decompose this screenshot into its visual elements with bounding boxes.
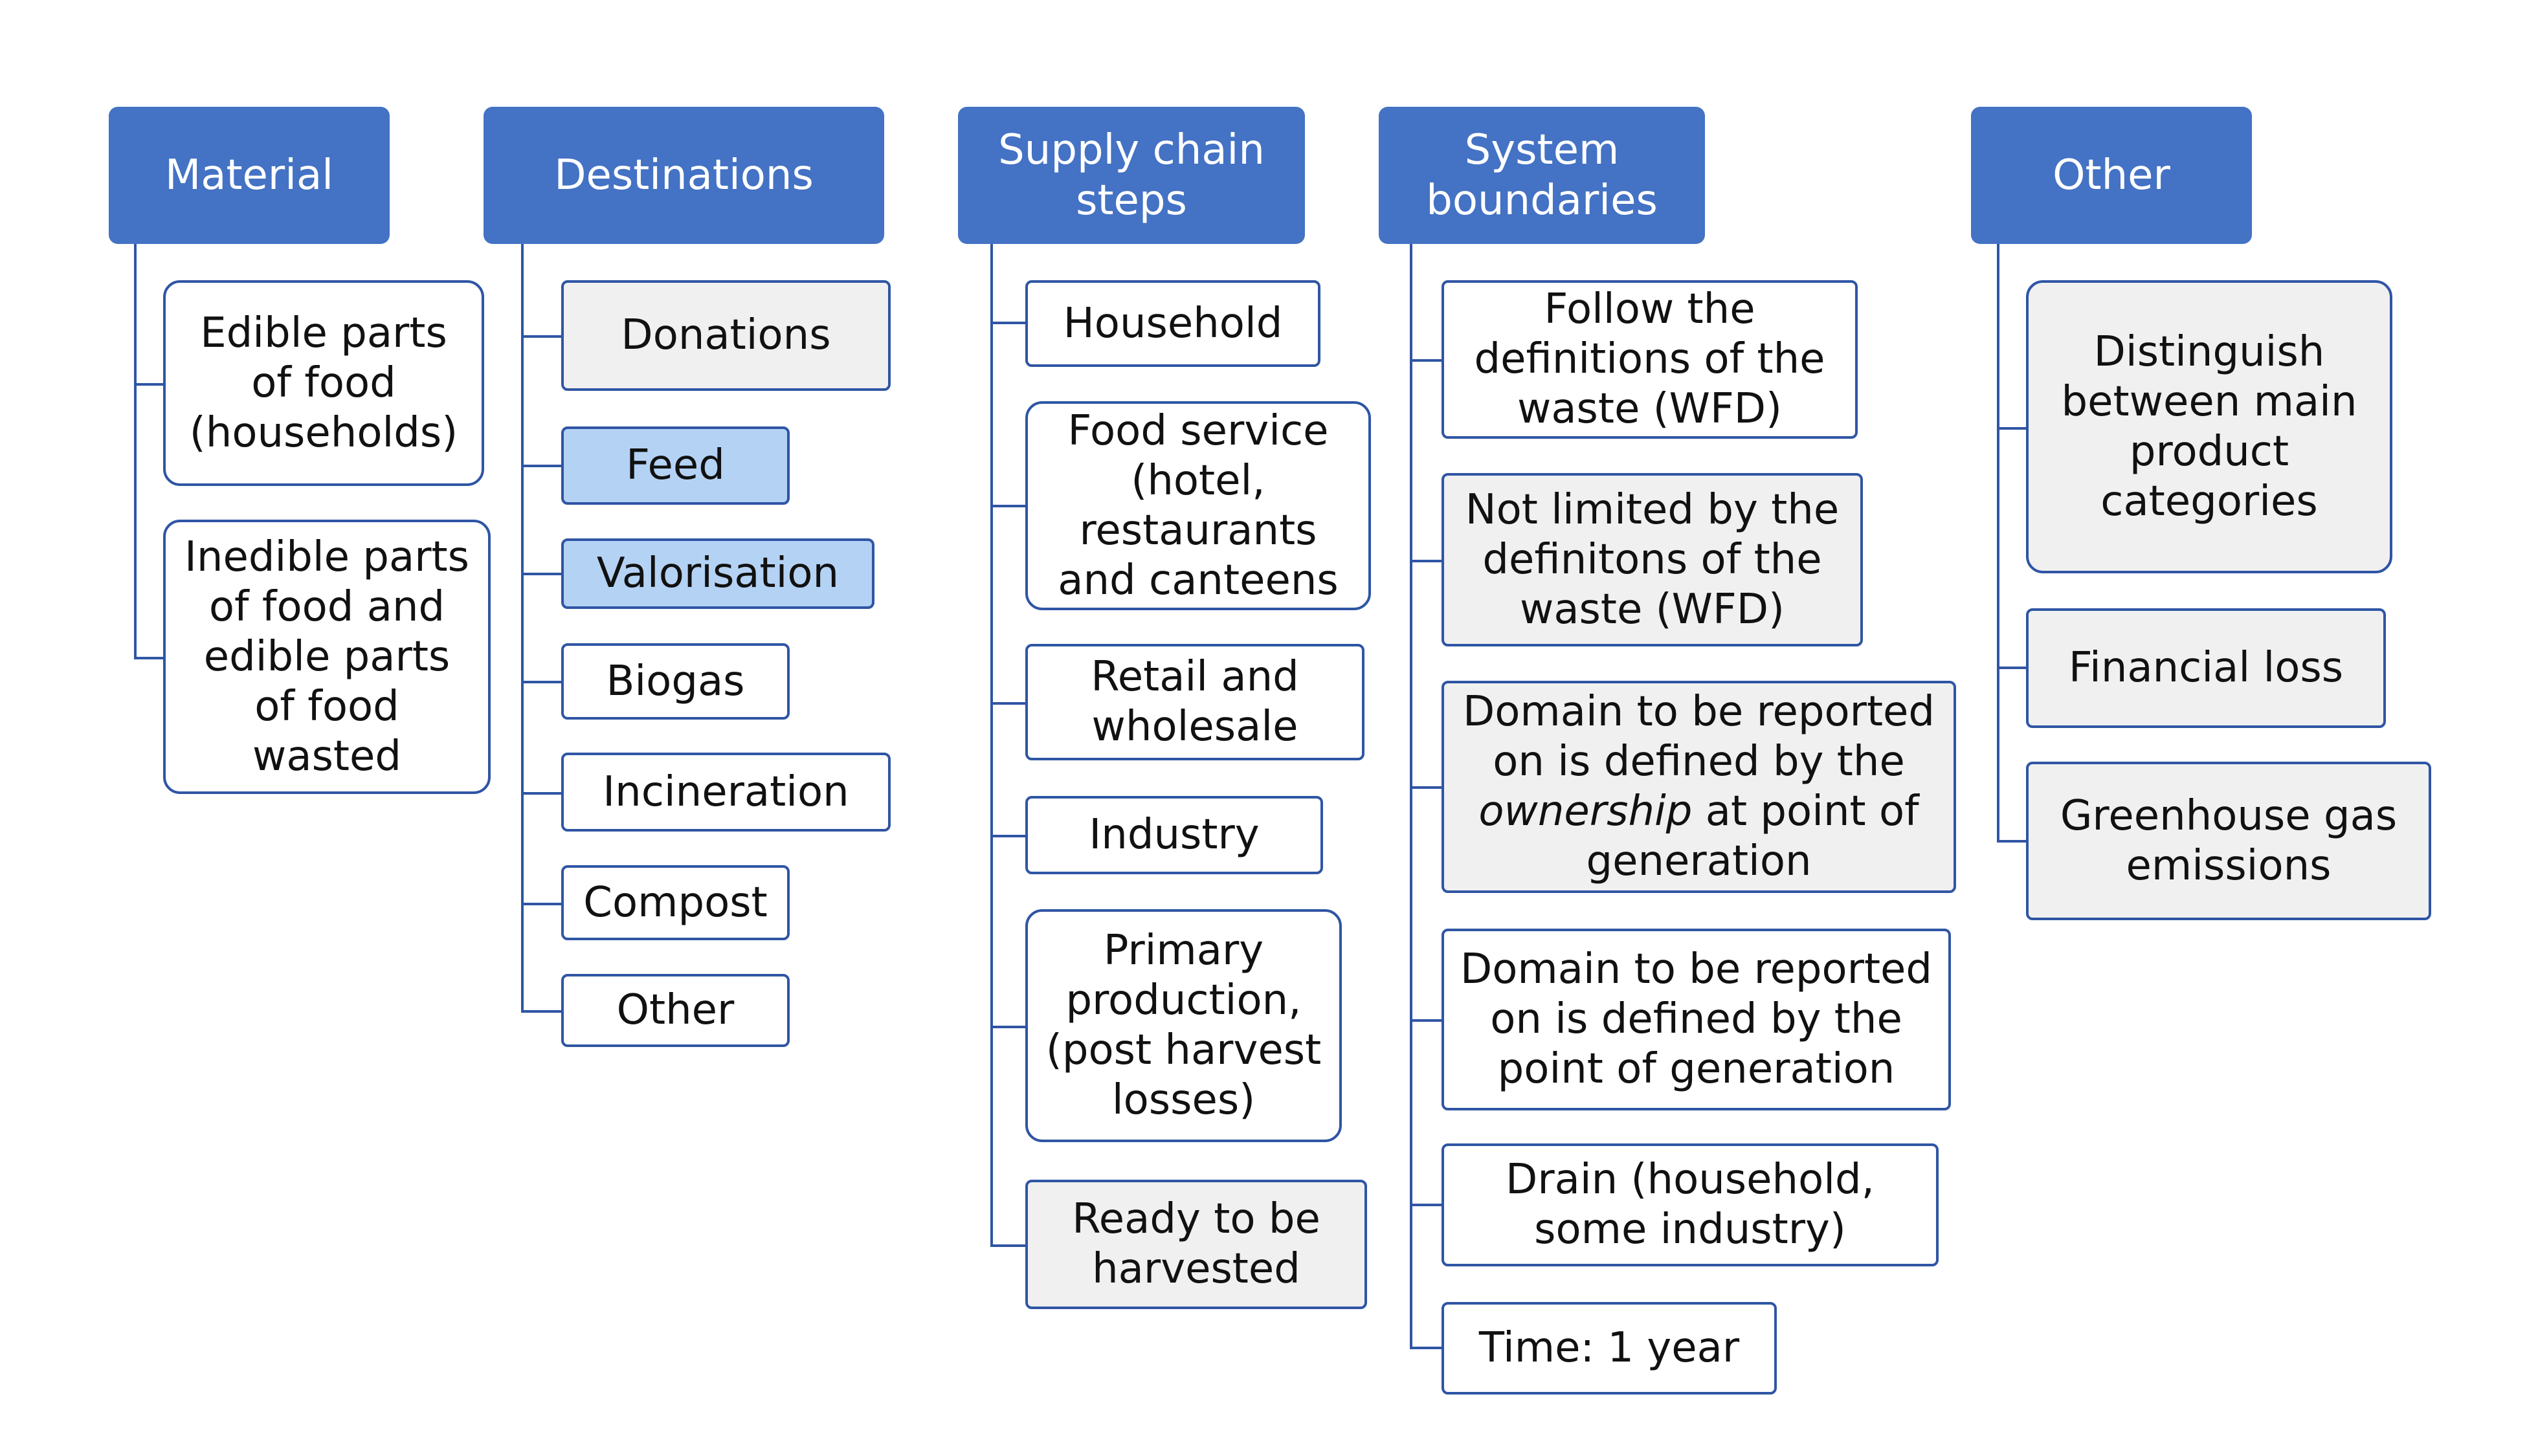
boundary-item-point-of-generation: Domain to be reported on is defined by t… bbox=[1442, 929, 1951, 1110]
connector-trunk-destinations bbox=[521, 244, 524, 1013]
supply-chain-item-ready-to-be-harvested: Ready to be harvested bbox=[1025, 1180, 1367, 1309]
connector-branch bbox=[521, 1010, 562, 1013]
header-destinations: Destinations bbox=[484, 107, 884, 244]
connector-branch bbox=[1410, 1204, 1443, 1206]
destination-item-incineration: Incineration bbox=[561, 753, 891, 832]
connector-branch bbox=[521, 465, 562, 467]
connector-branch bbox=[1997, 667, 2027, 669]
connector-branch bbox=[1410, 560, 1443, 562]
other-item-greenhouse-gas: Greenhouse gas emissions bbox=[2026, 762, 2431, 920]
connector-branch bbox=[990, 835, 1027, 837]
destination-item-donations: Donations bbox=[561, 280, 891, 391]
other-item-distinguish-categories: Distinguish between main product categor… bbox=[2026, 280, 2392, 573]
boundary-item-drain: Drain (household, some industry) bbox=[1442, 1143, 1939, 1266]
connector-branch bbox=[990, 1026, 1027, 1028]
material-item-edible: Edible parts of food (households) bbox=[163, 280, 484, 486]
header-label: Material bbox=[165, 151, 333, 199]
connector-branch bbox=[134, 383, 164, 386]
boundary-item-time: Time: 1 year bbox=[1442, 1302, 1777, 1395]
header-label: Other bbox=[2053, 151, 2170, 199]
destination-item-feed: Feed bbox=[561, 426, 790, 505]
destination-item-other: Other bbox=[561, 974, 790, 1047]
header-label: Supply chain steps bbox=[998, 126, 1265, 225]
connector-branch bbox=[521, 681, 562, 683]
connector-branch bbox=[1997, 840, 2027, 843]
connector-trunk-other bbox=[1997, 244, 1999, 843]
connector-branch bbox=[990, 505, 1027, 507]
connector-branch bbox=[990, 322, 1027, 324]
header-material: Material bbox=[109, 107, 390, 244]
other-item-financial-loss: Financial loss bbox=[2026, 608, 2386, 728]
material-item-inedible: Inedible parts of food and edible parts … bbox=[163, 520, 491, 794]
destination-item-compost: Compost bbox=[561, 865, 790, 940]
supply-chain-item-industry: Industry bbox=[1025, 796, 1323, 874]
destination-item-valorisation: Valorisation bbox=[561, 538, 874, 609]
connector-branch bbox=[1410, 1347, 1443, 1349]
boundary-item-not-limited: Not limited by the definitons of the was… bbox=[1442, 473, 1863, 646]
connector-trunk-supply-chain bbox=[990, 244, 993, 1247]
boundary-item-ownership: Domain to be reported on is defined by t… bbox=[1442, 681, 1956, 893]
supply-chain-item-household: Household bbox=[1025, 280, 1320, 367]
connector-trunk-material bbox=[134, 244, 137, 659]
connector-branch bbox=[1997, 427, 2027, 430]
connector-branch bbox=[1410, 786, 1443, 789]
connector-trunk-system-boundaries bbox=[1410, 244, 1412, 1349]
connector-branch bbox=[1410, 1019, 1443, 1022]
connector-branch bbox=[521, 792, 562, 795]
boundary-item-follow-definitions: Follow the definitions of the waste (WFD… bbox=[1442, 280, 1858, 439]
connector-branch bbox=[134, 657, 164, 659]
header-label: System boundaries bbox=[1426, 126, 1658, 225]
header-supply-chain-steps: Supply chain steps bbox=[958, 107, 1305, 244]
supply-chain-item-food-service: Food service (hotel, restaurants and can… bbox=[1025, 401, 1371, 610]
destination-item-biogas: Biogas bbox=[561, 643, 790, 720]
connector-branch bbox=[1410, 359, 1443, 362]
connector-branch bbox=[521, 573, 562, 575]
connector-branch bbox=[521, 335, 562, 338]
connector-branch bbox=[990, 702, 1027, 705]
supply-chain-item-primary-production: Primary production, (post harvest losses… bbox=[1025, 909, 1342, 1142]
connector-branch bbox=[990, 1244, 1027, 1247]
connector-branch bbox=[521, 903, 562, 905]
header-label: Destinations bbox=[554, 151, 814, 199]
supply-chain-item-retail: Retail and wholesale bbox=[1025, 644, 1364, 760]
header-system-boundaries: System boundaries bbox=[1379, 107, 1705, 244]
header-other: Other bbox=[1971, 107, 2252, 244]
